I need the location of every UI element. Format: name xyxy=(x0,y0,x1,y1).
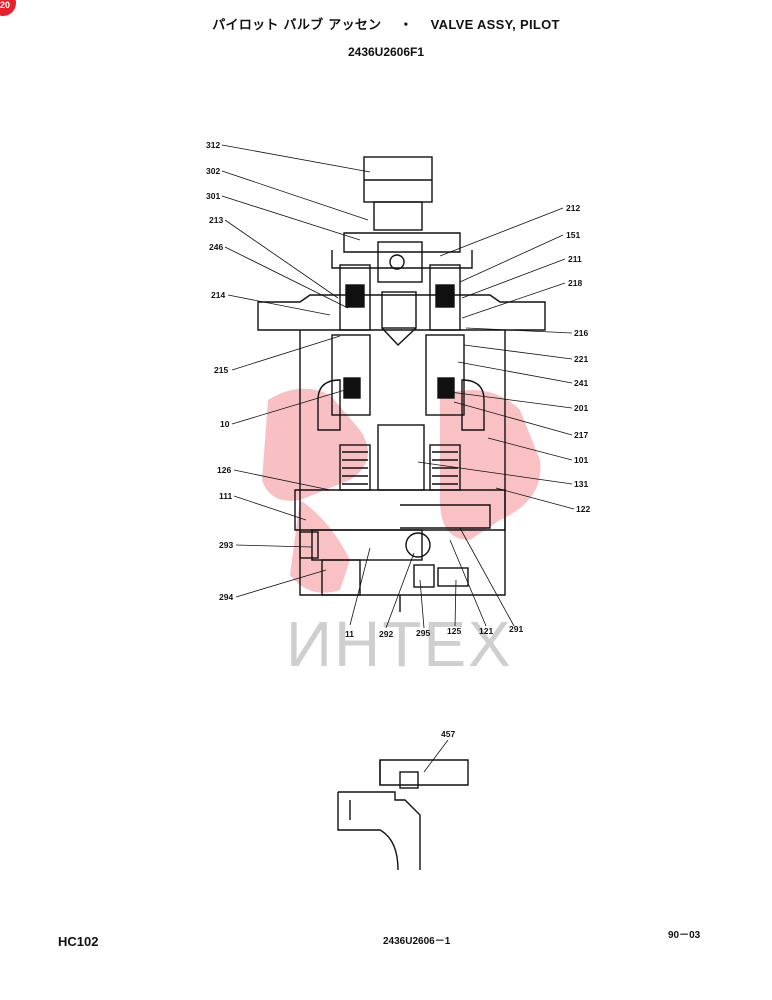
callout-246: 246 xyxy=(209,242,223,252)
title-japanese: パイロット バルブ アッセン xyxy=(212,18,382,33)
sheet-number: 90－03 xyxy=(668,930,701,941)
page-title: パイロット バルブ アッセン ・ VALVE ASSY, PILOT xyxy=(0,14,772,33)
title-english: VALVE ASSY, PILOT xyxy=(430,17,560,32)
watermark-logo xyxy=(262,388,541,593)
callout-125: 125 xyxy=(447,626,461,636)
callout-301: 301 xyxy=(206,191,220,201)
callout-211: 211 xyxy=(568,254,582,264)
callout-121: 121 xyxy=(479,626,493,636)
callout-201: 201 xyxy=(574,403,588,413)
callout-101: 101 xyxy=(574,455,588,465)
callout-122: 122 xyxy=(576,504,590,514)
callout-214: 214 xyxy=(211,290,225,300)
watermark-text: ИНТЕХ xyxy=(286,608,513,680)
callout-292: 292 xyxy=(379,629,393,639)
callout-241: 241 xyxy=(574,378,588,388)
callout-221: 221 xyxy=(574,354,588,364)
page-code: 2436U2606－1 xyxy=(383,936,451,947)
callout-217: 217 xyxy=(574,430,588,440)
callout-labels: 312 302 301 213 246 214 215 10 126 111 2… xyxy=(206,140,590,739)
detail-view-drawing xyxy=(337,759,469,871)
callout-291: 291 xyxy=(509,624,523,634)
callout-302: 302 xyxy=(206,166,220,176)
callout-312: 312 xyxy=(206,140,220,150)
callout-213: 213 xyxy=(209,215,223,225)
callout-295: 295 xyxy=(416,628,430,638)
callout-294: 294 xyxy=(219,592,233,602)
corner-badge: 20 xyxy=(0,0,16,16)
drawing-number: 2436U2606F1 xyxy=(347,45,425,59)
leader-lines xyxy=(221,144,575,773)
title-separator: ・ xyxy=(399,17,413,32)
model-code: HC102 xyxy=(58,934,99,949)
callout-111: 111 xyxy=(219,491,233,501)
valve-body-drawing xyxy=(257,156,546,612)
callout-215: 215 xyxy=(214,365,228,375)
callout-457: 457 xyxy=(441,729,455,739)
callout-293: 293 xyxy=(219,540,233,550)
callout-131: 131 xyxy=(574,479,588,489)
callout-151: 151 xyxy=(566,230,580,240)
callout-216: 216 xyxy=(574,328,588,338)
callout-212: 212 xyxy=(566,203,580,213)
callout-10: 10 xyxy=(220,419,230,429)
callout-11: 11 xyxy=(345,629,354,639)
callout-218: 218 xyxy=(568,278,582,288)
callout-126: 126 xyxy=(217,465,231,475)
